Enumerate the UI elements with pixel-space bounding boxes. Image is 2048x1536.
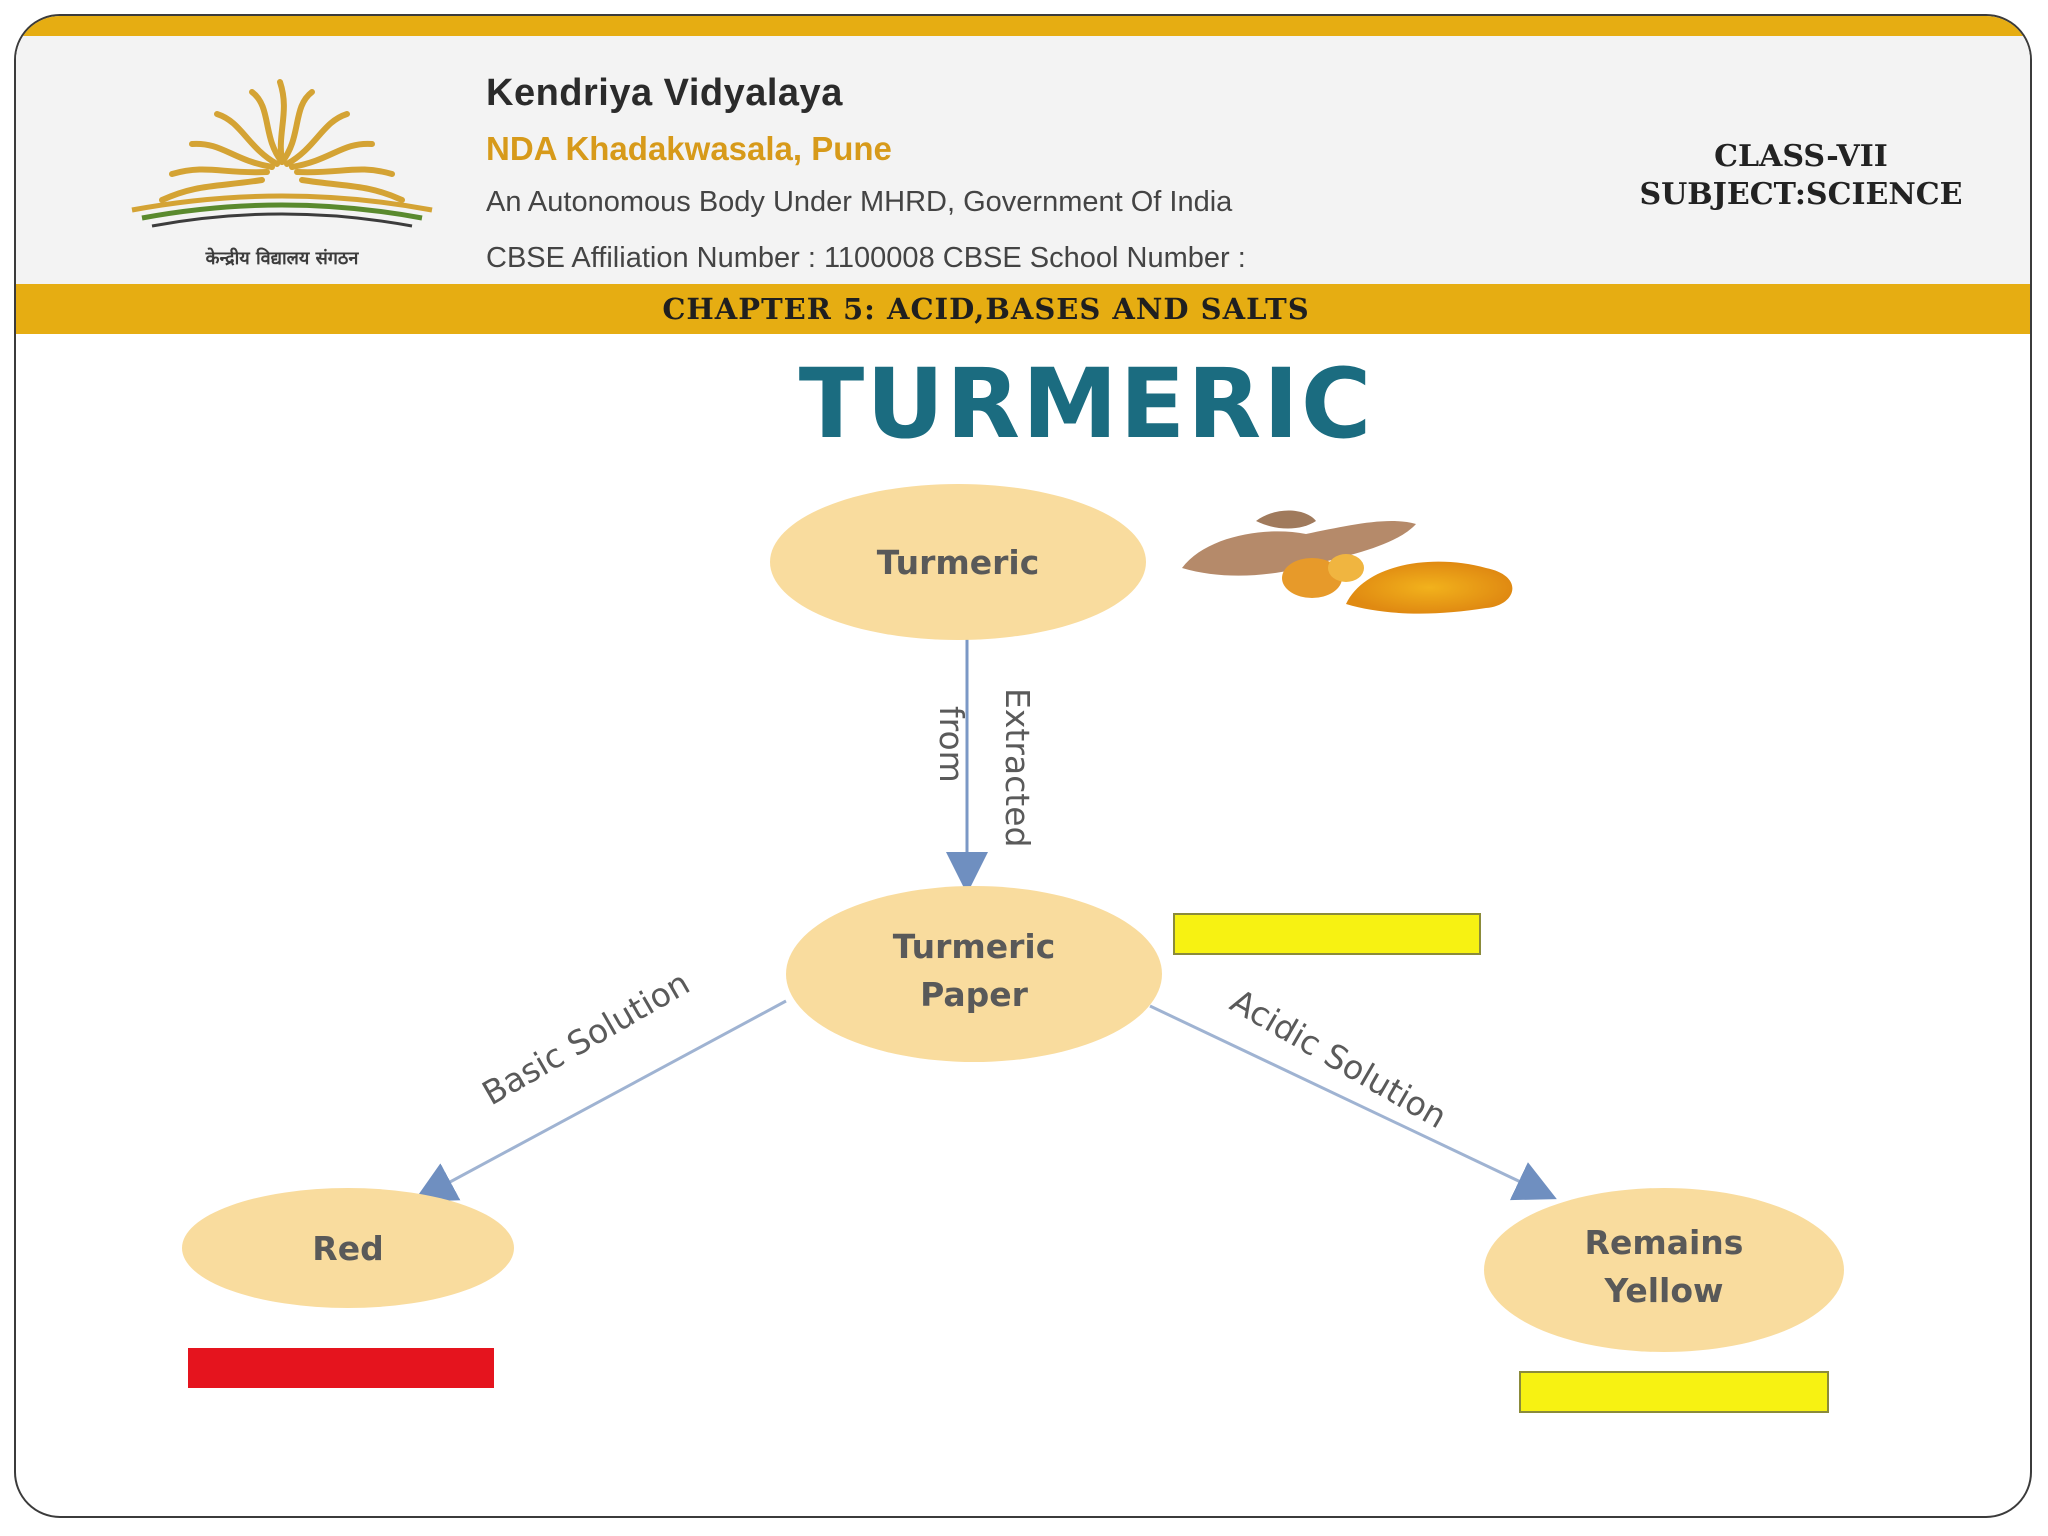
- school-name: Kendriya Vidyalaya: [486, 72, 843, 114]
- chapter-band: CHAPTER 5: ACID,BASES AND SALTS: [16, 284, 2030, 334]
- node-remains-yellow: [1484, 1188, 1844, 1352]
- class-label: CLASS-VII: [1714, 139, 1888, 174]
- affiliation-line: CBSE Affiliation Number : 1100008 CBSE S…: [486, 242, 1246, 274]
- turmeric-roots-image: [1182, 510, 1513, 614]
- swatch-paper-yellow: [1173, 913, 1481, 955]
- edge-label-from: from: [932, 706, 971, 783]
- governing-body-line: An Autonomous Body Under MHRD, Governmen…: [486, 186, 1233, 218]
- edge-label-extracted: Extracted: [998, 688, 1037, 847]
- class-subject-block: CLASS-VII SUBJECT:SCIENCE: [1576, 138, 2026, 214]
- node-red: [182, 1188, 514, 1308]
- sun-rays-icon: [159, 79, 405, 203]
- book-icon: [131, 193, 433, 213]
- edge-label-basic-solution: Basic Solution: [476, 963, 697, 1113]
- node-turmeric-label: Turmeric: [877, 543, 1040, 582]
- edge-basic-solution: [413, 999, 787, 1202]
- node-remains-label-1: Remains: [1585, 1223, 1744, 1262]
- node-turmeric: [770, 484, 1146, 640]
- node-red-label: Red: [312, 1229, 383, 1268]
- edge-label-extracted-from: Extracted from: [932, 688, 1037, 847]
- page-title: TURMERIC: [798, 348, 1374, 460]
- edge-acidic-solution: [1149, 1004, 1557, 1201]
- swatch-red: [188, 1348, 494, 1388]
- turmeric-indicator-diagram: Extracted from Basic Solution Acidic Sol…: [182, 484, 1844, 1413]
- top-accent-bar: [16, 16, 2030, 36]
- node-paper-label-2: Paper: [920, 975, 1029, 1014]
- campus-name: NDA Khadakwasala, Pune: [486, 130, 892, 167]
- node-paper-label-1: Turmeric: [893, 927, 1056, 966]
- logo-caption: केन्द्रीय विद्यालय संगठन: [205, 247, 360, 269]
- school-logo: केन्द्रीय विद्यालय संगठन: [131, 79, 433, 269]
- swatch-remains-yellow: [1519, 1371, 1829, 1413]
- node-turmeric-paper: [786, 886, 1162, 1062]
- slide: केन्द्रीय विद्यालय संगठन Kendriya Vidyal…: [14, 14, 2032, 1518]
- subject-label: SUBJECT:SCIENCE: [1639, 177, 1963, 212]
- chapter-title: CHAPTER 5: ACID,BASES AND SALTS: [662, 292, 1310, 326]
- header-band: [16, 36, 2030, 296]
- node-remains-label-2: Yellow: [1603, 1271, 1723, 1310]
